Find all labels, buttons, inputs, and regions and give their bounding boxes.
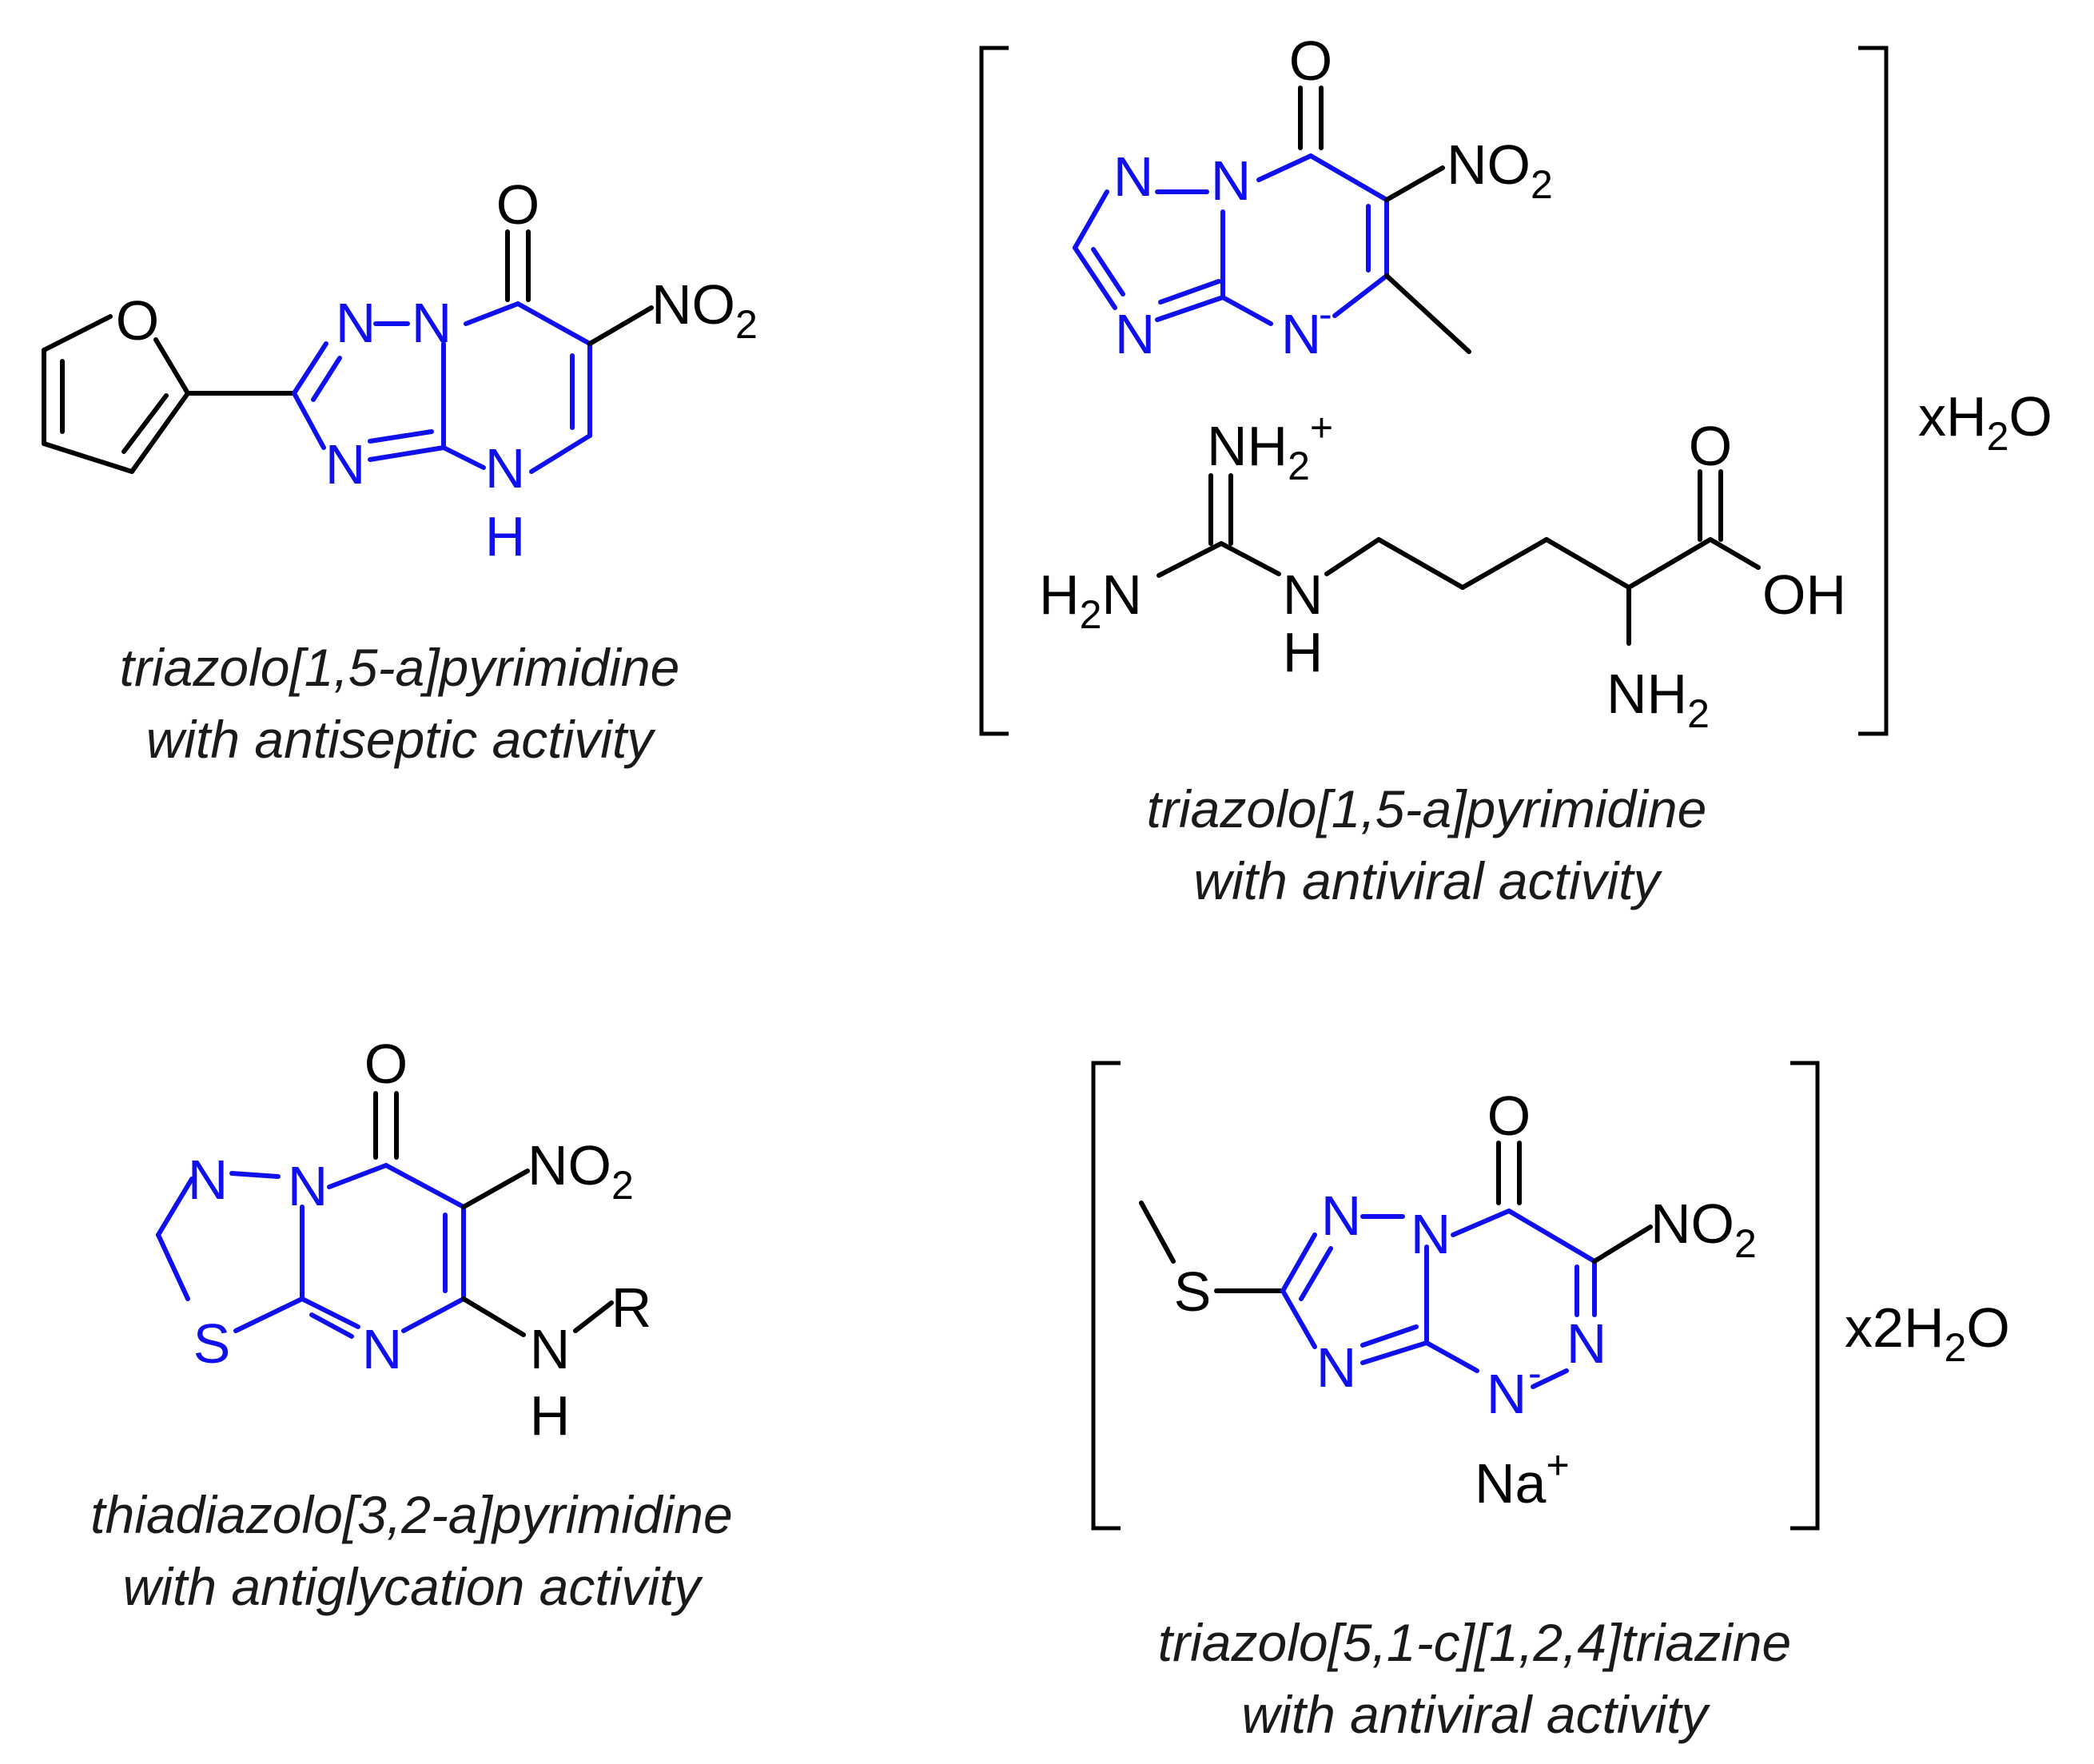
atom-label: O	[1289, 30, 1332, 92]
atom-label: N	[1316, 1336, 1357, 1399]
atom-label: N	[1487, 1363, 1527, 1425]
atom-label: N	[325, 433, 366, 496]
atom-label: N	[1283, 563, 1324, 626]
hydrate-label: xH2O	[1918, 385, 2052, 459]
hydrate-label: x2H2O	[1845, 1296, 2010, 1370]
atom-label: O	[496, 173, 539, 236]
atom-label: S	[193, 1312, 231, 1375]
atom-label: N	[412, 292, 452, 354]
atom-label: N	[530, 1318, 571, 1380]
compound-1-antiseptic: O O NO2 N N N N H triazolo[1,5-a]pyrimid…	[42, 173, 758, 769]
hydroxyl-label: OH	[1762, 563, 1846, 626]
atom-label: N	[1321, 1185, 1362, 1247]
guanidinium-label: NH2+	[1207, 405, 1333, 488]
alpha-amine-label: NH2	[1606, 663, 1710, 736]
atom-label: N	[1411, 1203, 1451, 1265]
atom-label: O	[116, 289, 159, 352]
caption-line-1: thiadiazolo[3,2-a]pyrimidine	[90, 1485, 732, 1544]
nitro-label: NO2	[1650, 1193, 1757, 1266]
atom-label: N	[1113, 145, 1154, 208]
atom-label: O	[1487, 1085, 1531, 1147]
atom-label: N	[288, 1155, 328, 1217]
atom-label: O	[364, 1033, 408, 1095]
amine-label: H2N	[1039, 563, 1142, 637]
atom-label: N	[1281, 303, 1322, 365]
atom-label: N	[336, 292, 376, 354]
nitro-label: NO2	[527, 1134, 634, 1208]
caption-line-1: triazolo[5,1-c][1,2,4]triazine	[1158, 1613, 1791, 1672]
nitro-label: NO2	[651, 273, 758, 347]
nitro-label: NO2	[1447, 133, 1553, 207]
caption-line-2: with antiviral activity	[1193, 851, 1662, 910]
charge-minus: -	[1319, 292, 1332, 336]
atom-label: N	[1211, 149, 1252, 212]
compound-4-antiviral-triazine: O NO2 S N N N N N - Na+ x2H2O triazolo[5…	[1091, 1061, 2010, 1744]
atom-label: H	[1283, 621, 1324, 683]
caption-line-2: with antiviral activity	[1241, 1685, 1710, 1744]
compound-3-antiglycation: O NO2 N N S N N H R thiadiazolo[3,2-a]py…	[90, 1033, 732, 1616]
atom-label: N	[485, 437, 526, 500]
caption-line-2: with antiglycation activity	[123, 1557, 704, 1616]
compound-2-antiviral-salt: O NO2 N N N N - NH2+ H2N N H O OH NH2 xH…	[979, 30, 2052, 910]
atom-label: H	[530, 1384, 571, 1447]
atom-label: S	[1174, 1260, 1212, 1323]
caption-line-1: triazolo[1,5-a]pyrimidine	[120, 638, 680, 697]
caption-line-1: triazolo[1,5-a]pyrimidine	[1147, 779, 1707, 838]
substituent-label: R	[611, 1276, 652, 1339]
atom-label: O	[1689, 415, 1732, 477]
caption-line-2: with antiseptic activity	[146, 710, 657, 769]
charge-minus: -	[1528, 1351, 1542, 1396]
atom-label: N	[1115, 303, 1156, 365]
sodium-label: Na+	[1475, 1443, 1570, 1515]
atom-label: N	[1567, 1312, 1607, 1375]
atom-label: N	[362, 1318, 403, 1380]
atom-label: N	[188, 1149, 229, 1211]
atom-label: H	[485, 505, 526, 567]
